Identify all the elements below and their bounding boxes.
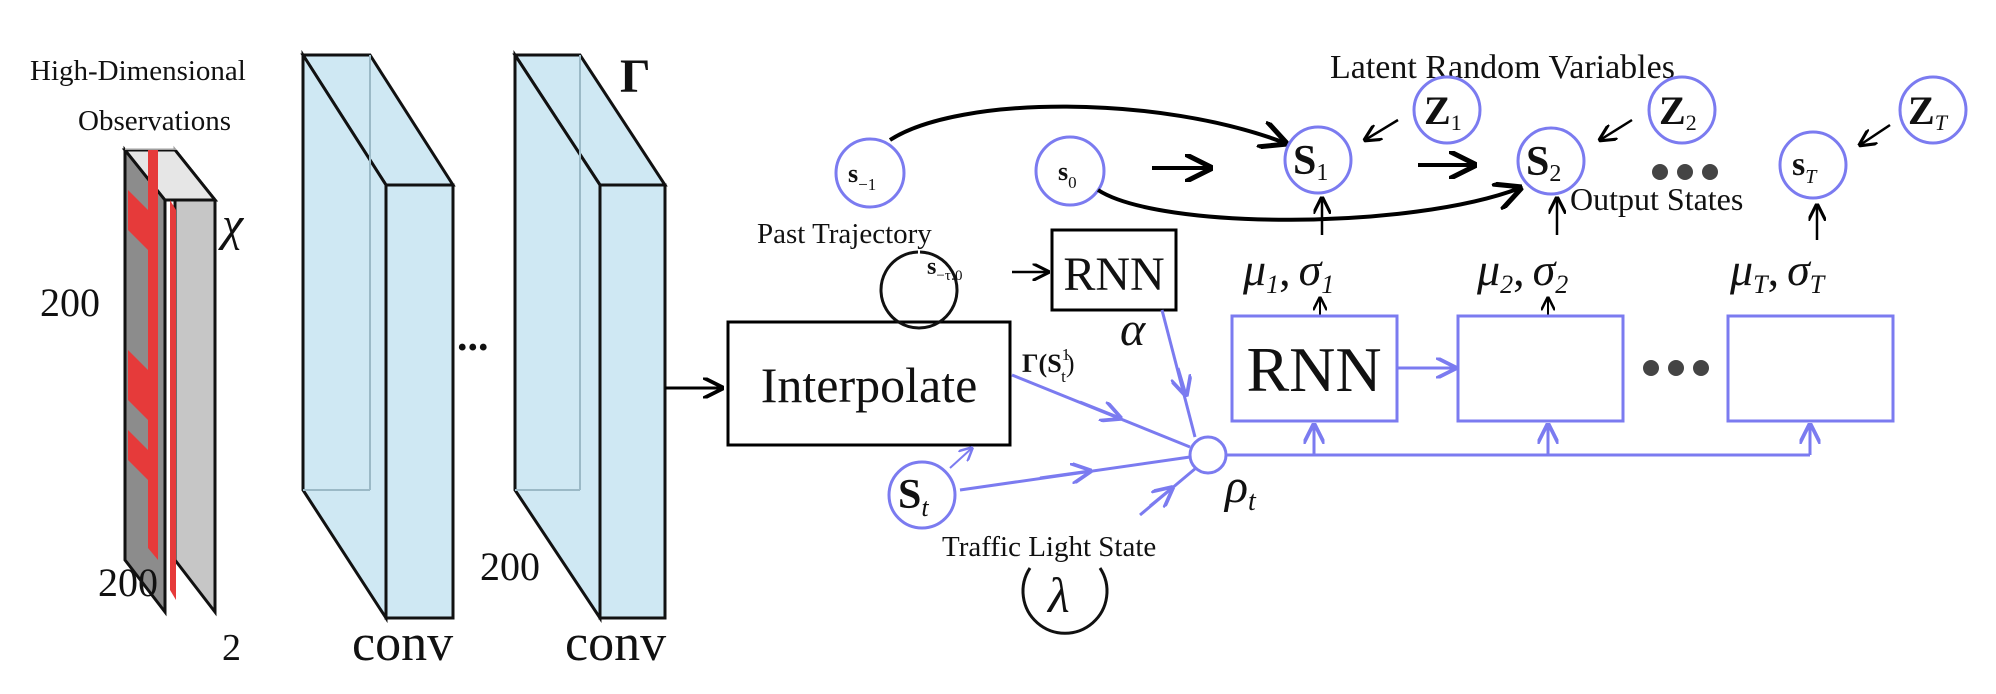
state-s-minus1-node xyxy=(834,137,906,209)
latent-z2-node xyxy=(1647,75,1717,145)
traffic-light-label: Traffic Light State xyxy=(942,531,1156,563)
conv-label-2: conv xyxy=(565,615,666,672)
state-s0-label: s0 xyxy=(1058,157,1077,192)
rnn-cell-2 xyxy=(1456,314,1625,423)
s-minus1-to-s1-arc xyxy=(888,104,1285,143)
rho-label: ρt xyxy=(1223,460,1257,517)
grid-top-band xyxy=(125,100,220,150)
output-sT-label: sT xyxy=(1792,146,1818,188)
road-marking xyxy=(170,200,176,600)
road-marking xyxy=(148,150,158,560)
observation-cube xyxy=(121,100,220,617)
zT-to-sT-arrow xyxy=(1860,123,1891,145)
st-arrow-head xyxy=(1039,471,1090,478)
observations-label-line2: Observations xyxy=(78,105,231,137)
params-T-label: μT,σT xyxy=(1729,244,1826,299)
interpolate-label: Interpolate xyxy=(761,357,978,413)
latent-z1-node xyxy=(1412,75,1482,145)
latent-zT-node xyxy=(1898,75,1968,145)
output-s1-label: S1 xyxy=(1293,138,1328,186)
output-sT-node xyxy=(1778,130,1848,200)
state-st-node xyxy=(887,460,957,530)
params-1-label: μ1,σ1 xyxy=(1242,244,1334,299)
rnn-cell-1 xyxy=(1230,314,1399,423)
conv-block-2 xyxy=(512,49,668,623)
z2-to-s2-arrow xyxy=(1600,118,1633,140)
dim-200-left: 200 xyxy=(40,280,100,325)
latent-z2-label: Z2 xyxy=(1659,88,1697,135)
output-s2-node xyxy=(1516,126,1586,196)
params-2-label: μ2,σ2 xyxy=(1476,244,1568,299)
traffic-arrow-head xyxy=(1149,488,1172,506)
output-s1-node xyxy=(1283,125,1353,195)
alpha-label: α xyxy=(1120,303,1146,356)
observations-label-line1: High-Dimensional xyxy=(30,55,246,87)
lambda-arc xyxy=(1021,567,1109,635)
output-ellipsis xyxy=(1652,164,1718,180)
rnn-cell-T xyxy=(1726,314,1895,423)
state-s0-node xyxy=(1034,135,1106,207)
state-s-minus1-label: s−1 xyxy=(848,159,876,194)
conv-label-1: conv xyxy=(352,615,453,672)
st-self-arrow xyxy=(949,448,972,469)
rnn-big-label: RNN xyxy=(1246,334,1381,405)
conv-block-1 xyxy=(300,49,456,624)
gamma-label: Γ xyxy=(620,50,651,103)
state-st-label: St xyxy=(898,472,929,522)
rnn-small-label: RNN xyxy=(1063,248,1164,301)
z1-to-s1-arrow xyxy=(1365,118,1399,140)
latent-z1-label: Z1 xyxy=(1424,88,1462,135)
output-states-label: Output States xyxy=(1570,181,1743,217)
alpha-arrow-head xyxy=(1178,367,1186,395)
road-marking xyxy=(128,190,148,250)
rnn-chain-ellipsis xyxy=(1643,360,1709,376)
dim-200-bottom: 200 xyxy=(98,560,158,605)
dim-2: 2 xyxy=(222,627,241,669)
past-trajectory-arc xyxy=(879,250,959,330)
s0-to-s2-arc xyxy=(1096,188,1520,222)
latent-variables-label: Latent Random Variables xyxy=(1330,49,1675,86)
past-trajectory-state: s−τ:0 xyxy=(927,254,963,284)
past-trajectory-label: Past Trajectory xyxy=(757,218,932,250)
chi-label: χ xyxy=(218,198,245,251)
dim-200-conv: 200 xyxy=(480,544,540,589)
interpolate-box xyxy=(726,320,1012,447)
conv-ellipsis: ... xyxy=(457,314,489,360)
observation-side-face xyxy=(173,145,217,617)
road-marking xyxy=(128,430,148,480)
output-s2-label: S2 xyxy=(1526,139,1561,187)
lambda-label: λ xyxy=(1046,567,1070,623)
latent-zT-label: ZT xyxy=(1908,88,1949,135)
rnn-small-box xyxy=(1050,228,1178,312)
gamma-arrow-head xyxy=(1079,400,1120,418)
road-marking xyxy=(128,350,148,420)
